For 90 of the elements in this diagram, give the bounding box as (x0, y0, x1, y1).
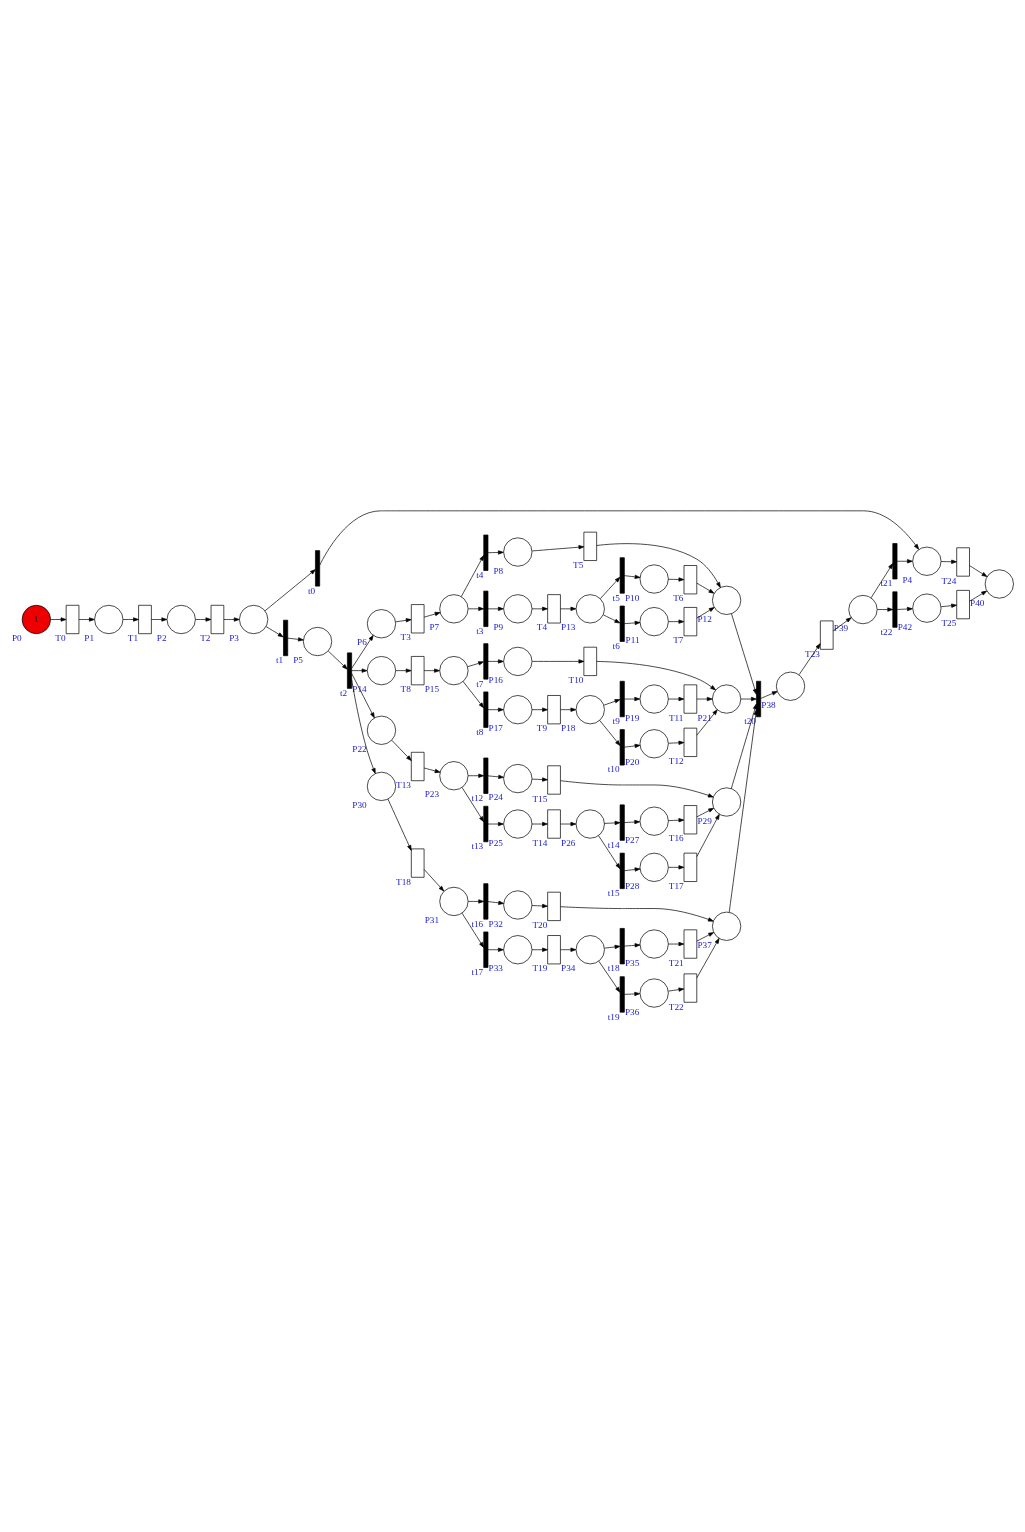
node-label: T5 (573, 559, 584, 570)
node-label: t10 (607, 763, 620, 774)
node-label: P7 (429, 621, 440, 632)
node-label: P9 (493, 621, 504, 632)
node-label: P10 (624, 592, 640, 603)
node-label: t5 (612, 592, 620, 603)
node-label: T23 (805, 648, 820, 659)
node-label: t2 (339, 687, 348, 698)
node-label: P11 (625, 634, 640, 645)
node-label: T7 (673, 634, 684, 645)
node-label: P40 (970, 597, 985, 608)
node-label: P29 (697, 815, 712, 826)
node-label: P28 (624, 880, 640, 891)
node-label: P15 (424, 683, 440, 694)
node-label: t14 (607, 839, 620, 850)
node-label: t15 (607, 887, 620, 898)
node-label: T6 (673, 592, 684, 603)
node-label: t3 (476, 625, 484, 636)
node-label: T11 (668, 712, 684, 723)
node-label: t6 (612, 640, 620, 651)
node-label: T20 (532, 919, 548, 930)
node-label: T2 (200, 632, 211, 643)
node-label: t20 (744, 715, 756, 726)
node-label: t4 (476, 569, 484, 580)
node-label: T18 (396, 876, 411, 887)
node-label: P23 (424, 788, 440, 799)
node-label: P33 (488, 962, 503, 973)
node-label: P13 (561, 621, 576, 632)
node-label: t21 (880, 577, 893, 588)
node-label: P6 (357, 636, 367, 647)
node-label: P3 (229, 632, 239, 643)
node-label: P39 (833, 622, 849, 633)
node-label: P36 (624, 1006, 640, 1017)
node-label: t13 (471, 840, 484, 851)
node-label: t22 (880, 626, 893, 637)
node-label: T12 (668, 755, 684, 766)
node-label: t18 (607, 962, 620, 973)
node-label: T3 (400, 631, 411, 642)
node-label: T4 (536, 621, 548, 632)
node-label: P38 (761, 699, 776, 710)
node-label: P31 (424, 914, 440, 925)
node-label: P24 (488, 791, 503, 802)
node-label: P2 (156, 632, 167, 643)
node-label: P20 (624, 756, 640, 767)
node-label: T0 (55, 632, 66, 643)
node-label: t9 (612, 715, 620, 726)
node-label: P4 (902, 574, 913, 585)
node-label: T24 (941, 575, 957, 586)
node-label: P16 (488, 674, 503, 685)
node-label: t7 (476, 678, 484, 689)
node-label: P12 (697, 613, 712, 624)
node-label: P32 (488, 918, 503, 929)
node-label: P42 (897, 621, 913, 632)
node-label: T21 (668, 957, 684, 968)
node-label: T10 (568, 674, 584, 685)
node-label: T1 (127, 632, 139, 643)
node-label: P19 (624, 712, 640, 723)
node-label: P17 (488, 722, 503, 733)
node-label: T15 (532, 793, 548, 804)
node-label: P34 (561, 962, 576, 973)
node-label: P37 (697, 939, 712, 950)
node-label: P22 (352, 743, 367, 754)
node-label: T19 (532, 962, 548, 973)
node-label: P35 (624, 957, 640, 968)
node-label: t12 (471, 792, 484, 803)
node-label: T17 (668, 880, 684, 891)
node-label: P25 (488, 837, 503, 848)
node-label: P30 (352, 799, 367, 810)
node-label: T8 (400, 683, 411, 694)
node-label: T25 (941, 617, 957, 628)
node-label: T13 (396, 779, 411, 790)
node-label: t0 (307, 585, 316, 595)
node-label: P21 (697, 712, 712, 723)
node-label: t19 (607, 1011, 620, 1022)
node-label: P1 (84, 632, 95, 643)
node-label: P27 (624, 834, 640, 845)
node-label: T22 (668, 1001, 684, 1012)
node-label: t8 (476, 726, 484, 737)
node-label: T14 (532, 837, 548, 848)
node-label: P26 (561, 837, 576, 848)
node-label: P8 (493, 565, 504, 576)
node-label: P18 (561, 722, 576, 733)
node-label: T9 (536, 722, 548, 733)
node-label: P14 (352, 683, 367, 694)
node-label: T16 (668, 832, 684, 843)
node-label: t1 (275, 654, 284, 665)
node-label: P0 (11, 632, 22, 643)
node-label: t16 (471, 918, 484, 929)
node-label: t17 (471, 966, 484, 977)
node-label: P5 (293, 654, 303, 665)
